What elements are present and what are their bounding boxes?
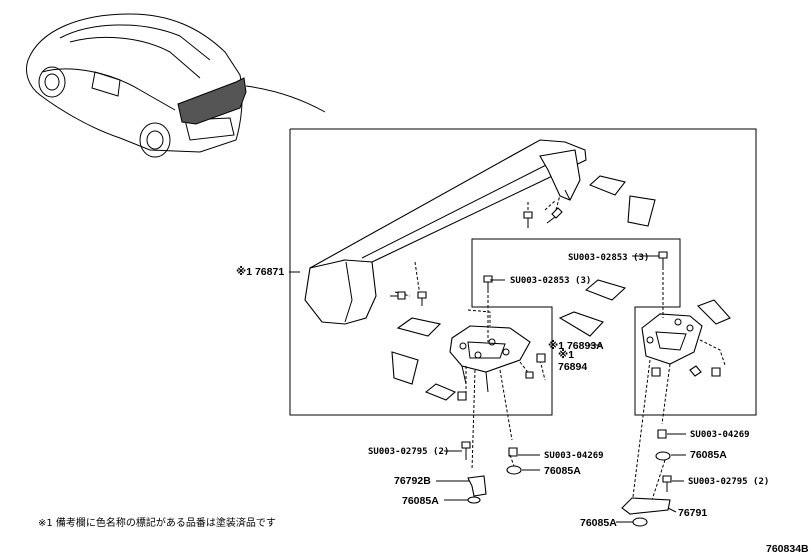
label-pad-left: 76894 bbox=[558, 361, 587, 373]
bracket-assembly-right bbox=[631, 262, 726, 506]
label-nut-center: SU003-04269 bbox=[544, 451, 604, 461]
label-pad-right: ※1 76893A bbox=[548, 340, 604, 352]
footnote: ※1 備考欄に色名称の標記がある品番は塗装済品です bbox=[38, 516, 276, 529]
lower-brackets bbox=[467, 451, 671, 527]
label-cap-left: 76085A bbox=[402, 495, 439, 507]
label-nut-right: SU003-04269 bbox=[690, 430, 750, 440]
label-wing: ※1 76871 bbox=[236, 266, 284, 278]
label-cap-right-bottom: 76085A bbox=[580, 517, 617, 529]
label-bolt-mid: SU003-02853 (3) bbox=[510, 276, 591, 286]
label-bolt-lower-right: SU003-02795 (2) bbox=[688, 477, 769, 487]
label-cap-center: 76085A bbox=[544, 465, 581, 477]
label-bolt-top-right: SU003-02853 (3) bbox=[568, 253, 649, 263]
label-bolt-lower-left: SU003-02795 (2) bbox=[368, 447, 449, 457]
bracket-assembly-left bbox=[449, 290, 546, 471]
group-outline bbox=[289, 128, 757, 416]
assembly-guide-lines bbox=[394, 194, 561, 297]
diagram-id: 760834B bbox=[766, 543, 809, 555]
rear-wing-part bbox=[304, 139, 587, 325]
label-bracket-left: 76792B bbox=[394, 475, 431, 487]
label-pad-left-mark: ※1 bbox=[558, 349, 574, 361]
leader-lines bbox=[289, 255, 686, 523]
car-illustration bbox=[26, 13, 326, 158]
pads bbox=[391, 175, 731, 401]
bolts bbox=[390, 207, 721, 492]
label-bracket-right: 76791 bbox=[678, 507, 707, 519]
label-cap-right-top: 76085A bbox=[690, 449, 727, 461]
